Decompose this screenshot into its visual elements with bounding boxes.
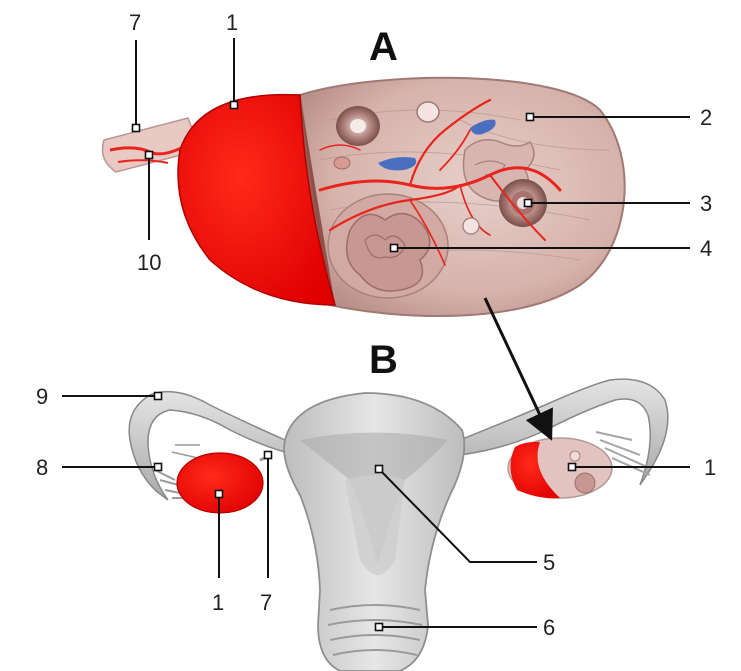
ovary-cross-section — [293, 78, 625, 316]
magnification-arrow — [485, 298, 547, 430]
leader-ten — [146, 152, 153, 241]
corpus-luteum — [328, 194, 448, 298]
callout-six: 6 — [543, 615, 555, 640]
right-ovary-sectioned — [508, 438, 612, 498]
leader-top-one — [231, 38, 238, 109]
leader-bottom-seven — [265, 452, 272, 579]
callout-bottom-seven: 7 — [260, 590, 272, 615]
callout-top-seven: 7 — [129, 10, 141, 35]
callout-right-one: 1 — [704, 455, 716, 480]
uterus — [284, 393, 464, 671]
callout-three: 3 — [700, 191, 712, 216]
callout-bottom-one-left: 1 — [212, 590, 224, 615]
leader-top-seven — [133, 40, 140, 132]
callout-four: 4 — [700, 236, 712, 261]
callout-eight: 8 — [36, 455, 48, 480]
callout-top-one: 1 — [226, 10, 238, 35]
callout-two: 2 — [700, 105, 712, 130]
panel-letter-a: A — [369, 25, 398, 69]
left-ovary — [177, 453, 272, 513]
callout-nine: 9 — [36, 384, 48, 409]
panel-letter-b: B — [369, 338, 398, 382]
callout-ten: 10 — [137, 250, 161, 275]
callout-five: 5 — [543, 550, 555, 575]
